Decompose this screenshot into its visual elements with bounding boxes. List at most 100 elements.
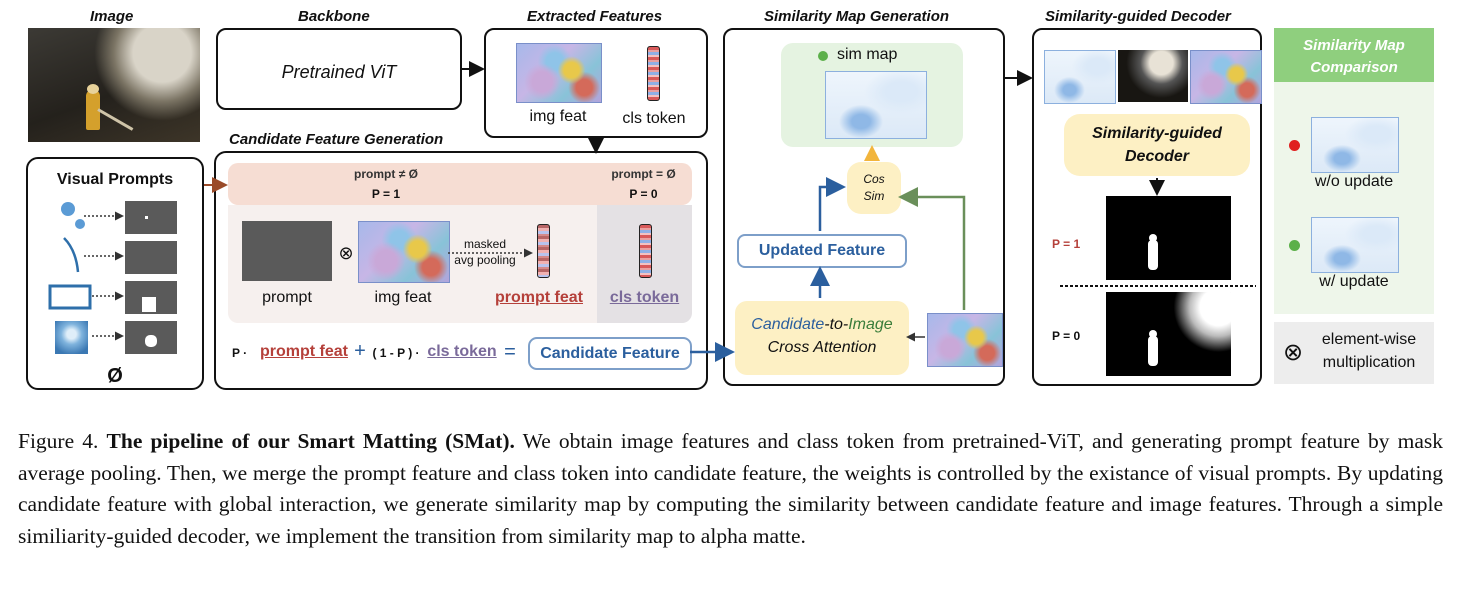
img-feat-map-2 — [358, 221, 450, 283]
cross-attention-line1: Candidate-to-Image — [735, 316, 909, 334]
header-backbone: Backbone — [298, 8, 370, 25]
legend-box: ⊗ element-wise multiplication — [1274, 322, 1434, 384]
green-dot-icon — [818, 51, 828, 61]
formula-equals: = — [504, 341, 516, 363]
formula-plus: + — [354, 340, 366, 362]
extracted-features-box: img feat cls token — [484, 28, 708, 138]
caption-body: We obtain image features and class token… — [18, 429, 1443, 548]
comparison-title-line2: Comparison — [1310, 59, 1398, 76]
without-update-label: w/o update — [1314, 173, 1394, 190]
formula-prompt-feat: prompt feat — [260, 343, 348, 360]
backbone-label: Pretrained ViT — [281, 62, 397, 82]
mask-prompt-icon — [55, 321, 88, 354]
empty-set-symbol: Ø — [107, 365, 123, 387]
visual-prompts-title: Visual Prompts — [56, 171, 174, 188]
decoder-module-line2: Decoder — [1124, 148, 1190, 165]
prompt-mask-image — [242, 221, 332, 281]
backbone-box: Pretrained ViT — [216, 28, 462, 110]
img-feat-map-3 — [927, 313, 1003, 367]
header-image: Image — [90, 8, 134, 25]
formula-one-minus-p: ( 1 - P ) · — [372, 346, 420, 360]
box-prompt-icon — [48, 284, 92, 310]
decoder-input-image — [1118, 50, 1188, 102]
cls-token-bar — [647, 46, 660, 101]
comparison-header: Similarity Map Comparison — [1274, 28, 1434, 82]
cos-label: Cos — [863, 172, 885, 186]
cls-token-label: cls token — [622, 110, 686, 127]
prompt-label: prompt — [262, 289, 312, 306]
sim-map-with-update — [1311, 217, 1399, 273]
input-image — [28, 28, 200, 142]
condition-band — [228, 163, 692, 205]
mask-mask-thumb — [125, 321, 177, 354]
red-dot-icon — [1289, 140, 1300, 151]
header-similarity-map-generation: Similarity Map Generation — [764, 8, 950, 25]
figurine-head — [87, 84, 99, 94]
img-feat-label-2: img feat — [374, 289, 432, 306]
sim-map-without-update — [1311, 117, 1399, 173]
comparison-title-line1: Similarity Map — [1303, 37, 1405, 54]
img-feat-label: img feat — [529, 108, 587, 125]
cls-token-bar-2 — [639, 224, 652, 278]
decoder-sim-map — [1044, 50, 1116, 104]
visual-prompts-box: Visual Prompts Ø — [26, 157, 204, 390]
otimes-legend-icon: ⊗ — [1282, 339, 1304, 366]
header-candidate-feature-generation: Candidate Feature Generation — [229, 131, 444, 148]
scribble-prompt-icon — [63, 237, 80, 273]
legend-line1: element-wise — [1321, 331, 1417, 348]
avg-pooling-label: avg pooling — [454, 253, 516, 267]
sim-label: Sim — [863, 189, 885, 203]
p-equals-zero: P = 0 — [629, 187, 658, 201]
decoder-p1-label: P = 1 — [1052, 237, 1081, 251]
point-mask-thumb — [125, 201, 177, 234]
candidate-generation-box: prompt ≠ Ø P = 1 prompt = Ø P = 0 prompt… — [214, 151, 708, 390]
green-dot-comparison-icon — [1289, 240, 1300, 251]
updated-feature-label: Updated Feature — [758, 242, 886, 259]
decoder-box: Similarity-guided Decoder P = 1 P = 0 — [1032, 28, 1262, 386]
prompt-feat-label: prompt feat — [495, 289, 583, 306]
condition-left-text: prompt ≠ Ø — [336, 167, 436, 181]
decoder-module-line1: Similarity-guided — [1092, 125, 1222, 142]
candidate-feature-label: Candidate Feature — [540, 345, 680, 362]
header-extracted-features: Extracted Features — [527, 8, 663, 25]
legend-line2: multiplication — [1322, 354, 1416, 371]
formula-p: P · — [232, 346, 248, 360]
figure-caption: Figure 4. The pipeline of our Smart Matt… — [18, 426, 1443, 552]
cross-candidate-word: Candidate — [751, 316, 825, 333]
condition-left-value: prompt ≠ Ø — [354, 167, 418, 181]
box-mask-thumb — [125, 281, 177, 314]
cross-attention-line2: Cross Attention — [767, 339, 877, 356]
header-similarity-guided-decoder: Similarity-guided Decoder — [1045, 8, 1231, 25]
point-prompt-icon — [61, 202, 85, 229]
prompt-dotted-arrows — [84, 211, 124, 341]
with-update-label: w/ update — [1319, 273, 1389, 290]
decoder-p0-label: P = 0 — [1052, 329, 1081, 343]
p-equals-one: P = 1 — [371, 187, 401, 201]
cos-sim-box: Cos Sim — [847, 162, 901, 214]
updated-feature-box: Updated Feature — [737, 234, 907, 268]
candidate-feature-box: Candidate Feature — [528, 337, 692, 370]
prompt-feat-bar — [537, 224, 550, 278]
updated-to-cossim-arrow — [818, 177, 846, 231]
masked-label: masked — [463, 237, 507, 251]
alpha-matte-p0 — [1106, 292, 1231, 376]
alpha-matte-p1 — [1106, 196, 1231, 280]
sim-map-image — [825, 71, 927, 139]
img-feat-map — [516, 43, 602, 103]
scribble-mask-thumb — [125, 241, 177, 274]
cross-attention-box: Candidate-to-Image Cross Attention — [735, 301, 909, 375]
otimes-symbol: ⊗ — [338, 243, 354, 263]
decoder-module-box: Similarity-guided Decoder — [1064, 114, 1250, 176]
imgfeat-to-cossim-arrow — [898, 187, 966, 310]
comparison-panel: Similarity Map Comparison w/o update w/ … — [1274, 28, 1434, 314]
cross-image-word: Image — [848, 316, 893, 333]
caption-bold: The pipeline of our Smart Matting (SMat)… — [106, 429, 515, 453]
caption-label: Figure 4. — [18, 429, 99, 453]
similarity-map-generation-box: sim map Cos Sim Updated Feature Candidat… — [723, 28, 1005, 386]
formula-cls-token: cls token — [427, 343, 497, 360]
decoder-feat-map — [1190, 50, 1262, 104]
cross-to-word: -to- — [824, 316, 849, 333]
sim-map-panel: sim map — [781, 43, 963, 147]
cls-token-label-2: cls token — [609, 289, 680, 306]
condition-right-text: prompt = Ø — [611, 167, 676, 181]
